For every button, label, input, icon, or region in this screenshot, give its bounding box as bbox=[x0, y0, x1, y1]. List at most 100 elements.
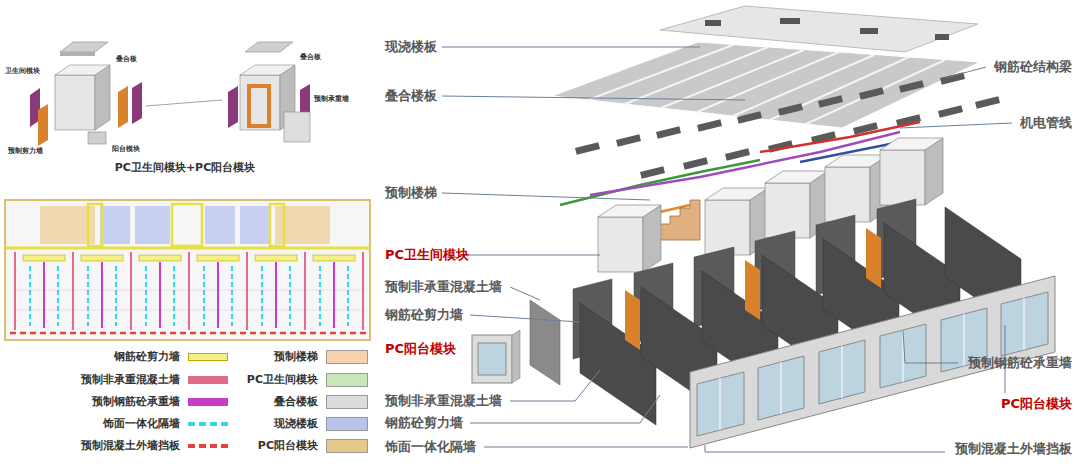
legend-swatch bbox=[326, 439, 368, 453]
floor-plan bbox=[205, 206, 235, 244]
leader-line bbox=[484, 447, 688, 448]
legend-text: PC阳台模块 bbox=[258, 439, 318, 453]
floor-slab bbox=[780, 18, 800, 24]
floor-plan bbox=[43, 262, 45, 328]
module-inset bbox=[60, 42, 108, 52]
floor-plan bbox=[101, 262, 103, 328]
bathroom-module bbox=[705, 188, 768, 200]
legend-text: 饰面一体化隔墙 bbox=[103, 417, 180, 431]
bathroom-module bbox=[598, 217, 643, 272]
floor-plan bbox=[5, 200, 370, 340]
balcony-module bbox=[472, 335, 512, 383]
leader-line bbox=[442, 47, 700, 48]
structural-beam bbox=[697, 119, 722, 132]
legend-text: 叠合楼板 bbox=[274, 395, 318, 409]
module-inset bbox=[30, 42, 310, 146]
floor-plan bbox=[197, 255, 239, 261]
structural-beam bbox=[975, 96, 1000, 109]
bathroom-module bbox=[825, 167, 870, 222]
legend-swatch bbox=[188, 376, 228, 384]
leader-line bbox=[442, 47, 1012, 452]
leader-line bbox=[442, 96, 745, 100]
leader-line bbox=[510, 287, 540, 300]
floor-plan bbox=[72, 252, 74, 330]
structural-beam bbox=[737, 111, 762, 124]
floor-plan bbox=[130, 252, 132, 330]
module-inset bbox=[284, 112, 310, 142]
module-inset bbox=[240, 65, 295, 75]
floor-plan bbox=[261, 266, 263, 326]
bathroom-module bbox=[765, 171, 828, 183]
floor-plan bbox=[23, 255, 65, 261]
facade-panel bbox=[697, 372, 744, 436]
facade-panel bbox=[720, 378, 721, 430]
floor-slab bbox=[588, 45, 733, 100]
structural-beam bbox=[778, 103, 803, 116]
module-inset bbox=[88, 132, 106, 144]
legend-text: 预制楼梯 bbox=[274, 350, 318, 364]
legend-swatch bbox=[326, 373, 368, 387]
structural-beam bbox=[575, 142, 600, 155]
floor-plan bbox=[313, 255, 355, 261]
floor-plan bbox=[30, 266, 348, 326]
callout-label: 预制剪力墙 bbox=[8, 147, 43, 156]
structural-beam bbox=[899, 80, 924, 93]
callout-label: PC阳台模块 bbox=[1001, 396, 1072, 413]
floor-slab bbox=[770, 57, 909, 120]
balcony-module bbox=[478, 343, 506, 375]
floor-plan bbox=[135, 206, 170, 244]
callout-label: 预制非承重混凝土墙 bbox=[385, 279, 502, 296]
floor-plan bbox=[5, 200, 370, 340]
legend-swatch bbox=[326, 350, 368, 364]
callout-label: 钢筋砼剪力墙 bbox=[385, 307, 463, 324]
callout-label: 预制承重墙 bbox=[314, 95, 349, 104]
leader-line bbox=[900, 123, 1012, 128]
floor-plan bbox=[5, 247, 370, 250]
legend-swatch bbox=[188, 398, 228, 406]
callout-label: PC卫生间模块+PC阳台模块 bbox=[115, 161, 256, 175]
structural-beam bbox=[818, 95, 843, 108]
floor-slab bbox=[697, 52, 839, 112]
floor-plan bbox=[173, 266, 175, 326]
structural-beam bbox=[859, 87, 884, 100]
floor-slab bbox=[552, 42, 980, 128]
floor-plan bbox=[57, 266, 59, 326]
callout-label: 阳台模块 bbox=[112, 145, 140, 154]
structural-beam bbox=[640, 166, 665, 179]
bathroom-module bbox=[880, 150, 925, 205]
leader-line bbox=[470, 315, 580, 322]
floor-plan bbox=[23, 255, 355, 261]
structural-beam bbox=[725, 148, 750, 161]
callout-label: PC阳台模块 bbox=[385, 341, 456, 358]
legend-text: 预制非承重混凝土墙 bbox=[81, 373, 180, 387]
floor-plan bbox=[270, 204, 284, 246]
floor-plan bbox=[14, 252, 16, 330]
leader-line bbox=[903, 330, 958, 363]
module-inset bbox=[60, 52, 95, 56]
callout-label: 机电管线 bbox=[1020, 115, 1072, 132]
callout-label: 预制混凝土外墙挡板 bbox=[955, 441, 1072, 458]
facade-panel bbox=[842, 346, 843, 398]
facade-panel bbox=[1001, 292, 1048, 356]
balcony-module bbox=[472, 330, 520, 383]
callout-label: 预制钢筋砼承重墙 bbox=[968, 355, 1072, 372]
floor-plan bbox=[217, 262, 219, 328]
wall-panel bbox=[580, 207, 1021, 425]
structural-beam bbox=[656, 126, 681, 139]
floor-plan bbox=[246, 252, 248, 330]
wall-panel bbox=[530, 300, 560, 385]
floor-plan bbox=[172, 204, 202, 246]
callout-label: PC卫生间模块 bbox=[385, 247, 469, 264]
floor-plan bbox=[145, 266, 147, 326]
legend-line-sample bbox=[188, 422, 228, 426]
floor-plan bbox=[319, 266, 321, 326]
legend-line-sample bbox=[188, 424, 228, 446]
floor-slab bbox=[935, 34, 949, 40]
floor-slab bbox=[860, 28, 878, 34]
floor-slab bbox=[552, 6, 980, 128]
bathroom-module bbox=[880, 138, 943, 150]
floor-slab bbox=[588, 45, 945, 124]
leader-line bbox=[442, 193, 650, 200]
module-inset bbox=[38, 104, 48, 146]
wall-panel bbox=[625, 290, 640, 350]
